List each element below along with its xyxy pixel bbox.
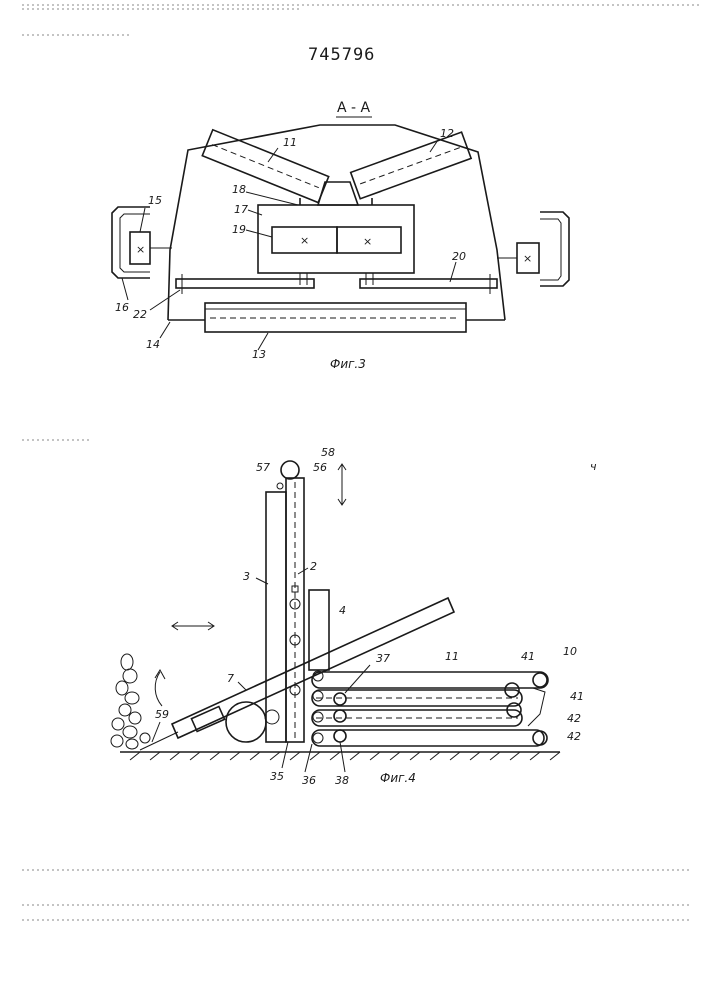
sheave-57 bbox=[277, 483, 283, 489]
fig4-label-58: 58 bbox=[321, 446, 335, 459]
block-4 bbox=[309, 590, 329, 670]
material-face bbox=[111, 654, 150, 749]
roller-37b bbox=[334, 710, 346, 722]
support-18 bbox=[318, 182, 358, 205]
leader-36 bbox=[305, 744, 312, 772]
fig3-label-11: 11 bbox=[283, 136, 297, 149]
fig3-label-18: 18 bbox=[232, 183, 246, 196]
frame-14 bbox=[168, 125, 505, 320]
leader-35 bbox=[282, 742, 288, 768]
fig3-label-16: 16 bbox=[115, 301, 129, 314]
leader-17 bbox=[248, 210, 262, 215]
fig4-label-41a: 41 bbox=[521, 650, 535, 663]
leader-59 bbox=[152, 722, 160, 742]
fig4-label-11: 11 bbox=[445, 650, 459, 663]
section-label: А - А bbox=[337, 100, 371, 116]
fig4-label-2: 2 bbox=[310, 560, 317, 573]
fig4-label-37: 37 bbox=[376, 652, 390, 665]
shaft-20 bbox=[360, 279, 497, 288]
conveyor-11-upper bbox=[312, 672, 548, 688]
fig3-caption: Фиг.3 bbox=[330, 357, 366, 371]
fig4-label-38: 38 bbox=[335, 774, 349, 787]
motor-right-cross: × bbox=[363, 235, 372, 248]
fig3-label-13: 13 bbox=[252, 348, 266, 361]
leader-7 bbox=[238, 682, 246, 690]
patent-number: 745796 bbox=[308, 45, 375, 65]
leader-18 bbox=[246, 192, 298, 205]
bracket-right bbox=[540, 212, 569, 286]
scoop-59 bbox=[140, 732, 178, 750]
mast-3 bbox=[266, 492, 286, 742]
roller-42-lower bbox=[533, 731, 547, 745]
leader-16 bbox=[122, 278, 128, 300]
leader-15 bbox=[140, 208, 145, 232]
boom-wheel-small bbox=[265, 710, 279, 724]
fig3-label-22: 22 bbox=[133, 308, 147, 321]
drive-right-cross: × bbox=[523, 252, 532, 265]
fig4-label-42b: 42 bbox=[567, 730, 581, 743]
housing-17 bbox=[258, 205, 414, 273]
pulley-58 bbox=[281, 461, 299, 479]
fig3-label-14: 14 bbox=[146, 338, 160, 351]
conveyor-lower bbox=[312, 730, 544, 746]
roller-left-2 bbox=[313, 691, 323, 701]
roller-left-3 bbox=[313, 712, 323, 722]
fig3-label-15: 15 bbox=[148, 194, 162, 207]
fig4-label-7: 7 bbox=[227, 672, 234, 685]
shaft-22 bbox=[176, 279, 314, 288]
fig3-label-19: 19 bbox=[232, 223, 246, 236]
fig3-label-17: 17 bbox=[234, 203, 248, 216]
drive-15-cross: × bbox=[136, 243, 145, 256]
roller-left-4 bbox=[313, 733, 323, 743]
leader-14 bbox=[160, 322, 170, 338]
conveyor-11 bbox=[202, 130, 328, 203]
fig3-label-20: 20 bbox=[452, 250, 466, 263]
bracket-right-inner bbox=[540, 219, 561, 280]
leader-22 bbox=[150, 290, 180, 310]
fig4-label-10: 10 bbox=[563, 645, 577, 658]
fig4-label-59: 59 bbox=[155, 708, 169, 721]
fig4-caption: Фиг.4 bbox=[380, 771, 416, 785]
fig4-label-42a: 42 bbox=[567, 712, 581, 725]
fig4-label-3: 3 bbox=[243, 570, 250, 583]
fig4-label-41b: 41 bbox=[570, 690, 584, 703]
corner-mark: ч bbox=[590, 460, 597, 473]
fig4-label-35: 35 bbox=[270, 770, 284, 783]
fig4-label-36: 36 bbox=[302, 774, 316, 787]
figure-3: × × × × bbox=[112, 125, 569, 371]
figure-4: 58 57 56 3 2 4 7 37 11 10 41 41 42 42 59… bbox=[111, 446, 597, 787]
fig4-label-4: 4 bbox=[339, 604, 346, 617]
roller-37 bbox=[334, 693, 346, 705]
leader-19 bbox=[246, 230, 272, 237]
conveyor-12 bbox=[351, 132, 471, 199]
motor-left-cross: × bbox=[300, 234, 309, 247]
fig3-label-12: 12 bbox=[440, 127, 454, 140]
fig4-label-57: 57 bbox=[256, 461, 270, 474]
ground-hatching bbox=[130, 752, 560, 760]
link-right bbox=[528, 688, 545, 726]
roller-38 bbox=[334, 730, 346, 742]
fig4-label-56: 56 bbox=[313, 461, 327, 474]
boom-wheel bbox=[226, 702, 266, 742]
scan-artifacts bbox=[22, 5, 700, 920]
rotation-arrow bbox=[155, 672, 162, 706]
roller-10 bbox=[533, 673, 547, 687]
leader-2 bbox=[298, 568, 308, 574]
